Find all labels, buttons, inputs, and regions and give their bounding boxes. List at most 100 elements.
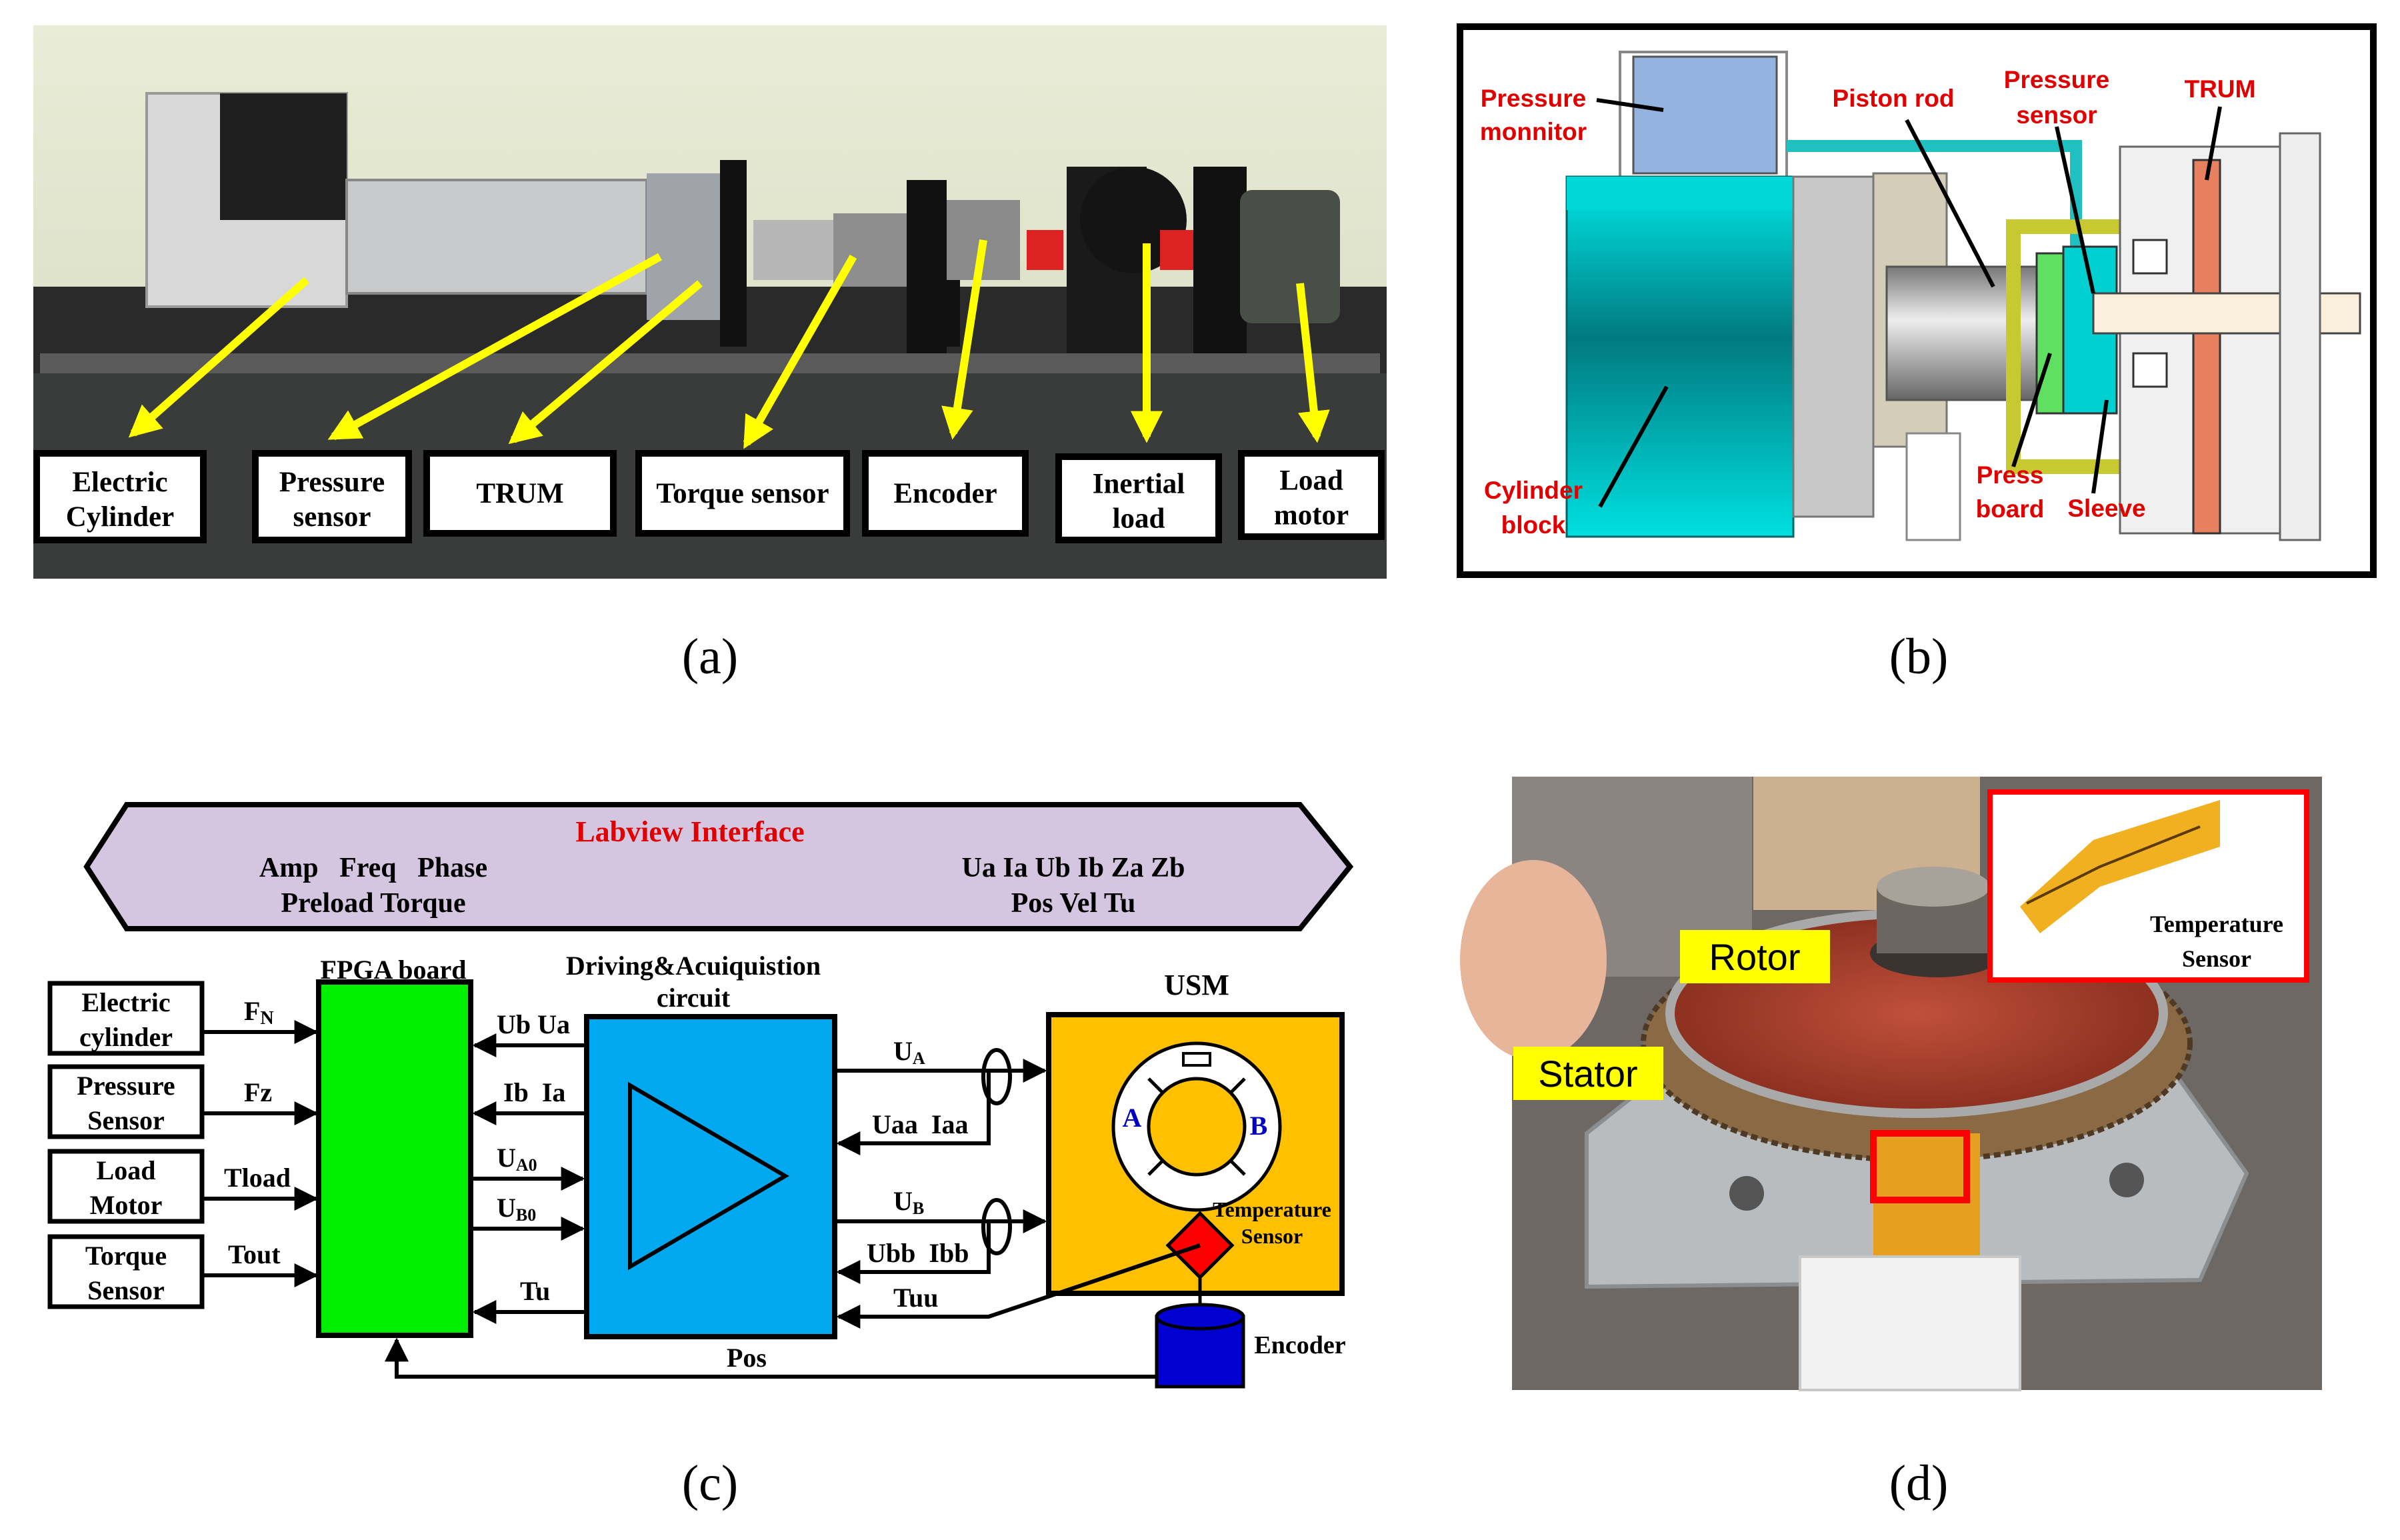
label-pressure-sensor-2: sensor <box>2016 101 2097 129</box>
base-flange <box>1905 432 1961 541</box>
label-pressure-monitor-1: Pressure <box>1481 85 1586 112</box>
panel-a-label-line-1: Electric <box>72 467 167 498</box>
stator-label-box <box>1513 1047 1663 1100</box>
arrow-trum <box>508 280 703 445</box>
leader-cylinder-block <box>1598 385 1669 508</box>
panel-a-label-line-1: Load <box>1279 465 1343 497</box>
coupling-1 <box>753 220 833 280</box>
left-system-box-line2: Motor <box>90 1190 163 1220</box>
driving-circuit-label-2: circuit <box>657 983 731 1013</box>
encoder-label: Encoder <box>1254 1331 1345 1359</box>
pressure-monitor-screen <box>1632 55 1778 175</box>
oil-pipe <box>1787 140 2080 152</box>
right-signal-arrows <box>385 1048 1201 1379</box>
banner-left-line-2: Preload Torque <box>281 888 465 919</box>
amplifier-triangle-icon <box>628 1081 789 1271</box>
usm-motor-phase-b: B <box>1250 1111 1268 1141</box>
cylinder-head <box>1792 175 1875 518</box>
panel-b-labels: Pressure monnitor Piston rod Pressure se… <box>1480 66 2256 539</box>
signal-ub: UB <box>893 1186 924 1218</box>
label-cylinder-block-1: Cylinder <box>1484 477 1583 504</box>
left-system-box-line2: Sensor <box>87 1105 165 1135</box>
panel-a-label-line-2: motor <box>1274 500 1349 531</box>
left-signal-arrows <box>203 1020 319 1287</box>
arrow-pressure-sensor <box>327 253 662 441</box>
electric-cylinder-motor-top <box>220 93 347 220</box>
inset-sensor-trace <box>2026 825 2201 905</box>
label-pressure-monitor-2: monnitor <box>1480 118 1587 145</box>
arrow-load-motor <box>1296 283 1330 443</box>
label-trum: TRUM <box>2185 75 2256 103</box>
rotor-label: Rotor <box>1709 936 1801 978</box>
trum-bearing-bottom <box>2132 352 2168 388</box>
left-system-box-line1: Electric <box>81 987 170 1017</box>
label-piston-rod: Piston rod <box>1833 85 1955 112</box>
signal-tuu: Tuu <box>893 1283 939 1313</box>
panel-a-label-box <box>33 450 207 543</box>
panel-a-label-line-1: Inertial <box>1093 469 1185 500</box>
trum-end-plate <box>2279 132 2321 541</box>
left-system-box <box>47 981 205 1056</box>
electric-cylinder-body <box>345 179 648 295</box>
left-system-box-line1: Load <box>97 1155 156 1185</box>
label-sleeve: Sleeve <box>2067 495 2145 522</box>
panel-d-caption: (d) <box>1889 1455 1949 1511</box>
load-motor-body <box>1240 190 1340 323</box>
press-board <box>2035 252 2065 415</box>
right-signal-labels: UA Uaa Iaa UB Ubb Ibb Tuu Pos <box>727 1036 969 1373</box>
usm-label: USM <box>1164 969 1229 1001</box>
rotor-shaft-top <box>1877 867 1990 907</box>
arrow-torque-sensor <box>743 255 857 449</box>
signal-uaa-iaa: Uaa Iaa <box>872 1109 968 1139</box>
left-signal-labels: FN Fz Tload Tout <box>224 996 291 1269</box>
banner-left-line-1: Amp Freq Phase <box>259 853 487 883</box>
inset-label-1: Temperature <box>2150 911 2283 937</box>
panel-a-label-line-1: TRUM <box>476 478 563 509</box>
panel-a-caption: (a) <box>682 629 738 685</box>
coupling-red-2 <box>1160 230 1197 270</box>
banner-right-line-2: Pos Vel Tu <box>1011 888 1136 919</box>
leader-press-board <box>2011 353 2052 467</box>
panel-c-left-boxes: ElectriccylinderPressureSensorLoadMotorT… <box>47 981 205 1309</box>
arrow-encoder <box>941 239 987 440</box>
mid-signal-labels: Ub Ua Ib Ia UA0 UB0 Tu <box>497 1009 570 1306</box>
test-bench-rail-top <box>40 353 1380 373</box>
cylinder-block-top <box>1567 177 1793 210</box>
signal-fz: Fz <box>244 1077 272 1107</box>
coupling-red-1 <box>1027 230 1063 270</box>
stator-label: Stator <box>1538 1053 1637 1095</box>
piston-rod <box>1885 265 2061 401</box>
left-system-box-line2: cylinder <box>79 1022 173 1052</box>
usm-motor-segment-lines <box>1147 1077 1246 1176</box>
signal-ib-ia: Ib Ia <box>503 1077 565 1107</box>
stator-hole-left <box>1729 1176 1764 1211</box>
panel-b-leader-lines <box>1596 98 2222 508</box>
signal-ub-ua: Ub Ua <box>497 1009 570 1039</box>
panel-c: Labview Interface Amp Freq Phase Preload… <box>47 802 1354 1511</box>
signal-pos: Pos <box>727 1343 767 1373</box>
panel-a-label-box <box>635 450 850 537</box>
left-system-box <box>47 1149 205 1224</box>
leader-piston-rod <box>1905 119 1995 288</box>
connector <box>1799 1255 2021 1391</box>
fpga-board <box>316 979 473 1338</box>
labview-interface-banner <box>83 802 1354 931</box>
panel-a-label-line-2: Cylinder <box>66 501 174 533</box>
inset-sensor-film <box>2020 800 2220 933</box>
finger <box>1460 860 1607 1060</box>
panel-a-label-line-1: Pressure <box>279 467 385 498</box>
signal-tu: Tu <box>520 1276 550 1306</box>
panel-d: Temperature Sensor Rotor Stator (d) <box>1460 777 2322 1511</box>
panel-a-label-line-2: sensor <box>293 501 371 533</box>
panel-a-label-box <box>1238 450 1385 540</box>
stator-hole-right <box>2109 1163 2144 1197</box>
label-press-board-1: Press <box>1977 461 2044 489</box>
panel-a-label-line-1: Encoder <box>893 478 997 509</box>
signal-ubb-ibb: Ubb Ibb <box>867 1238 969 1268</box>
signal-tout: Tout <box>228 1239 281 1269</box>
leader-pressure-sensor <box>2055 126 2095 294</box>
panel-a-label-box <box>862 450 1029 537</box>
signal-ua0: UA0 <box>497 1143 537 1175</box>
driving-circuit-label-1: Driving&Acuiquistion <box>566 951 821 981</box>
